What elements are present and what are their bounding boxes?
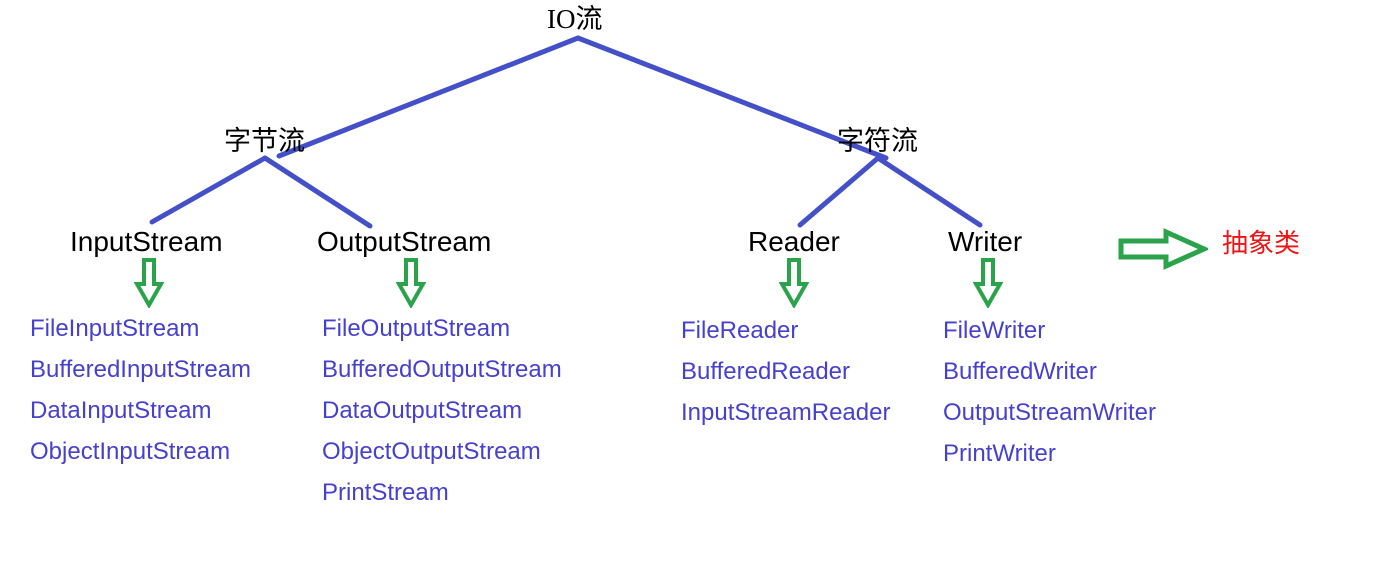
list-item: DataInputStream (30, 397, 212, 424)
down-arrow-icon-reader (779, 258, 809, 308)
leaf-column-writer: FileWriter BufferedWriter OutputStreamWr… (943, 310, 1156, 474)
down-arrow-icon-inputstream (134, 258, 164, 308)
list-item: BufferedReader (681, 358, 851, 385)
list-item: BufferedInputStream (30, 356, 252, 383)
list-item: FileWriter (943, 317, 1046, 344)
edge-byte-to-outputstream (262, 155, 373, 229)
list-item: FileInputStream (30, 315, 200, 342)
edge-root-to-char-stream (575, 35, 889, 161)
edge-char-to-reader (797, 155, 881, 228)
down-arrow-icon-outputstream (396, 258, 426, 308)
legend-label-abstract-class: 抽象类 (1222, 228, 1301, 258)
edge-byte-to-inputstream (149, 155, 268, 225)
down-arrow-icon-writer (973, 258, 1003, 308)
list-item: PrintWriter (943, 440, 1056, 467)
node-inputstream: InputStream (70, 226, 223, 257)
node-writer: Writer (948, 226, 1023, 257)
node-reader: Reader (748, 226, 840, 257)
right-arrow-icon-legend (1118, 228, 1208, 270)
list-item: BufferedWriter (943, 358, 1097, 385)
node-outputstream: OutputStream (317, 226, 492, 257)
list-item: BufferedOutputStream (322, 356, 562, 383)
leaf-column-reader: FileReader BufferedReader InputStreamRea… (681, 310, 890, 433)
list-item: FileOutputStream (322, 315, 511, 342)
list-item: ObjectInputStream (30, 438, 231, 465)
node-char-stream: 字符流 (837, 126, 918, 156)
edge-char-to-writer (875, 155, 983, 228)
leaf-column-outputstream: FileOutputStream BufferedOutputStream Da… (322, 308, 562, 513)
list-item: OutputStreamWriter (943, 399, 1156, 426)
list-item: PrintStream (322, 479, 449, 506)
node-byte-stream: 字节流 (224, 126, 305, 156)
leaf-column-inputstream: FileInputStream BufferedInputStream Data… (30, 308, 251, 472)
list-item: ObjectOutputStream (322, 438, 541, 465)
edge-root-to-byte-stream (276, 35, 581, 159)
list-item: InputStreamReader (681, 399, 891, 426)
list-item: DataOutputStream (322, 397, 523, 424)
list-item: FileReader (681, 317, 799, 344)
node-root-io-stream: IO流 (547, 4, 603, 34)
